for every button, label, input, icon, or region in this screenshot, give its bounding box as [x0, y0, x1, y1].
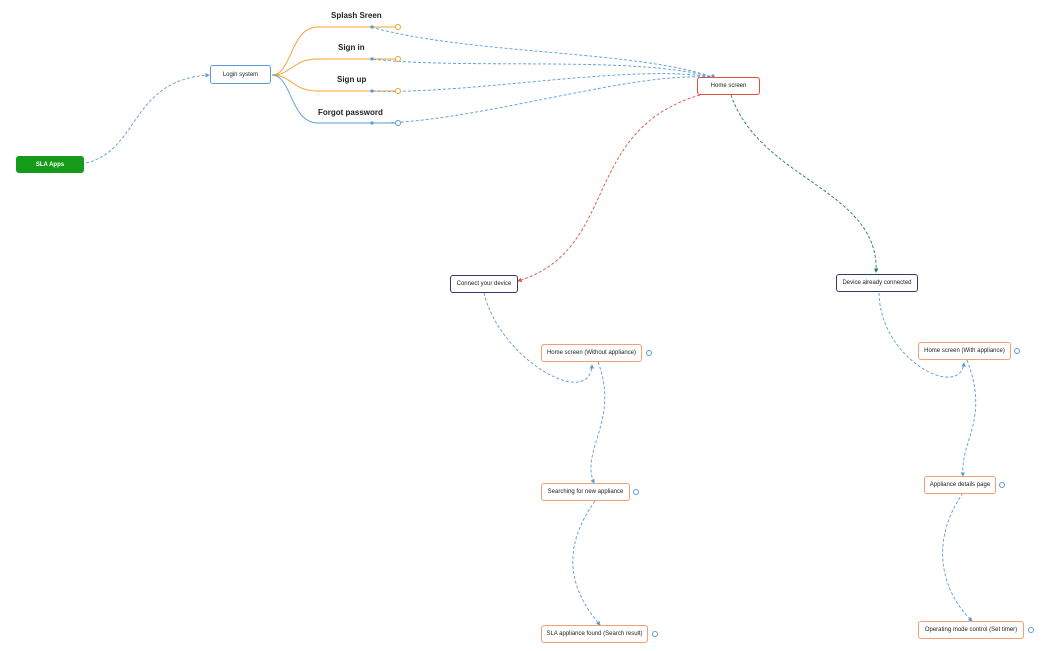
link-connect-home-without [483, 292, 595, 383]
badge-found[interactable] [652, 631, 658, 637]
branch-splash [271, 26, 396, 76]
node-home-screen[interactable]: Home screen [697, 77, 760, 95]
dot-forgot [370, 121, 374, 125]
node-device-connected[interactable]: Device already connected [836, 274, 918, 292]
dot-home [711, 74, 715, 78]
badge-splash[interactable] [395, 24, 401, 30]
node-appliance-found[interactable]: SLA appliance found (Search result) [541, 625, 648, 643]
badge-operating[interactable] [1028, 627, 1034, 633]
link-home-with-details [960, 359, 977, 477]
node-home-without-appliance[interactable]: Home screen (Without appliance) [541, 344, 642, 362]
badge-signin[interactable] [395, 56, 401, 62]
badge-searching[interactable] [633, 489, 639, 495]
dot-splash [370, 25, 374, 29]
branch-signup [271, 74, 396, 92]
dot-signup [370, 89, 374, 93]
node-root[interactable]: SLA Apps [16, 156, 84, 173]
link-home-without-searching [590, 361, 606, 484]
link-home-forgot [370, 76, 716, 124]
badge-home-with[interactable] [1014, 348, 1020, 354]
node-searching-appliance[interactable]: Searching for new appliance [541, 483, 630, 501]
link-searching-found [572, 500, 601, 626]
badge-forgot[interactable] [395, 120, 401, 126]
badge-details[interactable] [999, 482, 1005, 488]
link-home-signin [370, 58, 716, 79]
leaf-splash-screen[interactable]: Splash Sreen [331, 11, 382, 20]
branch-forgot [271, 74, 396, 124]
node-home-with-appliance[interactable]: Home screen (With appliance) [918, 342, 1011, 360]
badge-home-without[interactable] [646, 350, 652, 356]
link-root-login [85, 72, 210, 164]
leaf-sign-up[interactable]: Sign up [337, 75, 367, 84]
link-details-operating [942, 492, 973, 622]
link-home-signup [370, 73, 716, 92]
leaf-sign-in[interactable]: Sign in [338, 43, 365, 52]
dot-signin [370, 57, 374, 61]
node-login-system[interactable]: Login system [210, 65, 271, 84]
link-home-splash [370, 26, 716, 79]
link-connected-home-with [878, 292, 966, 378]
node-appliance-details[interactable]: Appliance details page [924, 476, 996, 494]
link-home-connected [730, 94, 879, 273]
leaf-forgot-password[interactable]: Forgot password [318, 108, 383, 117]
branch-signin [271, 58, 396, 76]
node-connect-device[interactable]: Connect your device [450, 275, 518, 293]
link-home-connect [517, 94, 701, 283]
node-operating-mode[interactable]: Operating mode control (Set timer) [918, 621, 1024, 639]
badge-signup[interactable] [395, 88, 401, 94]
